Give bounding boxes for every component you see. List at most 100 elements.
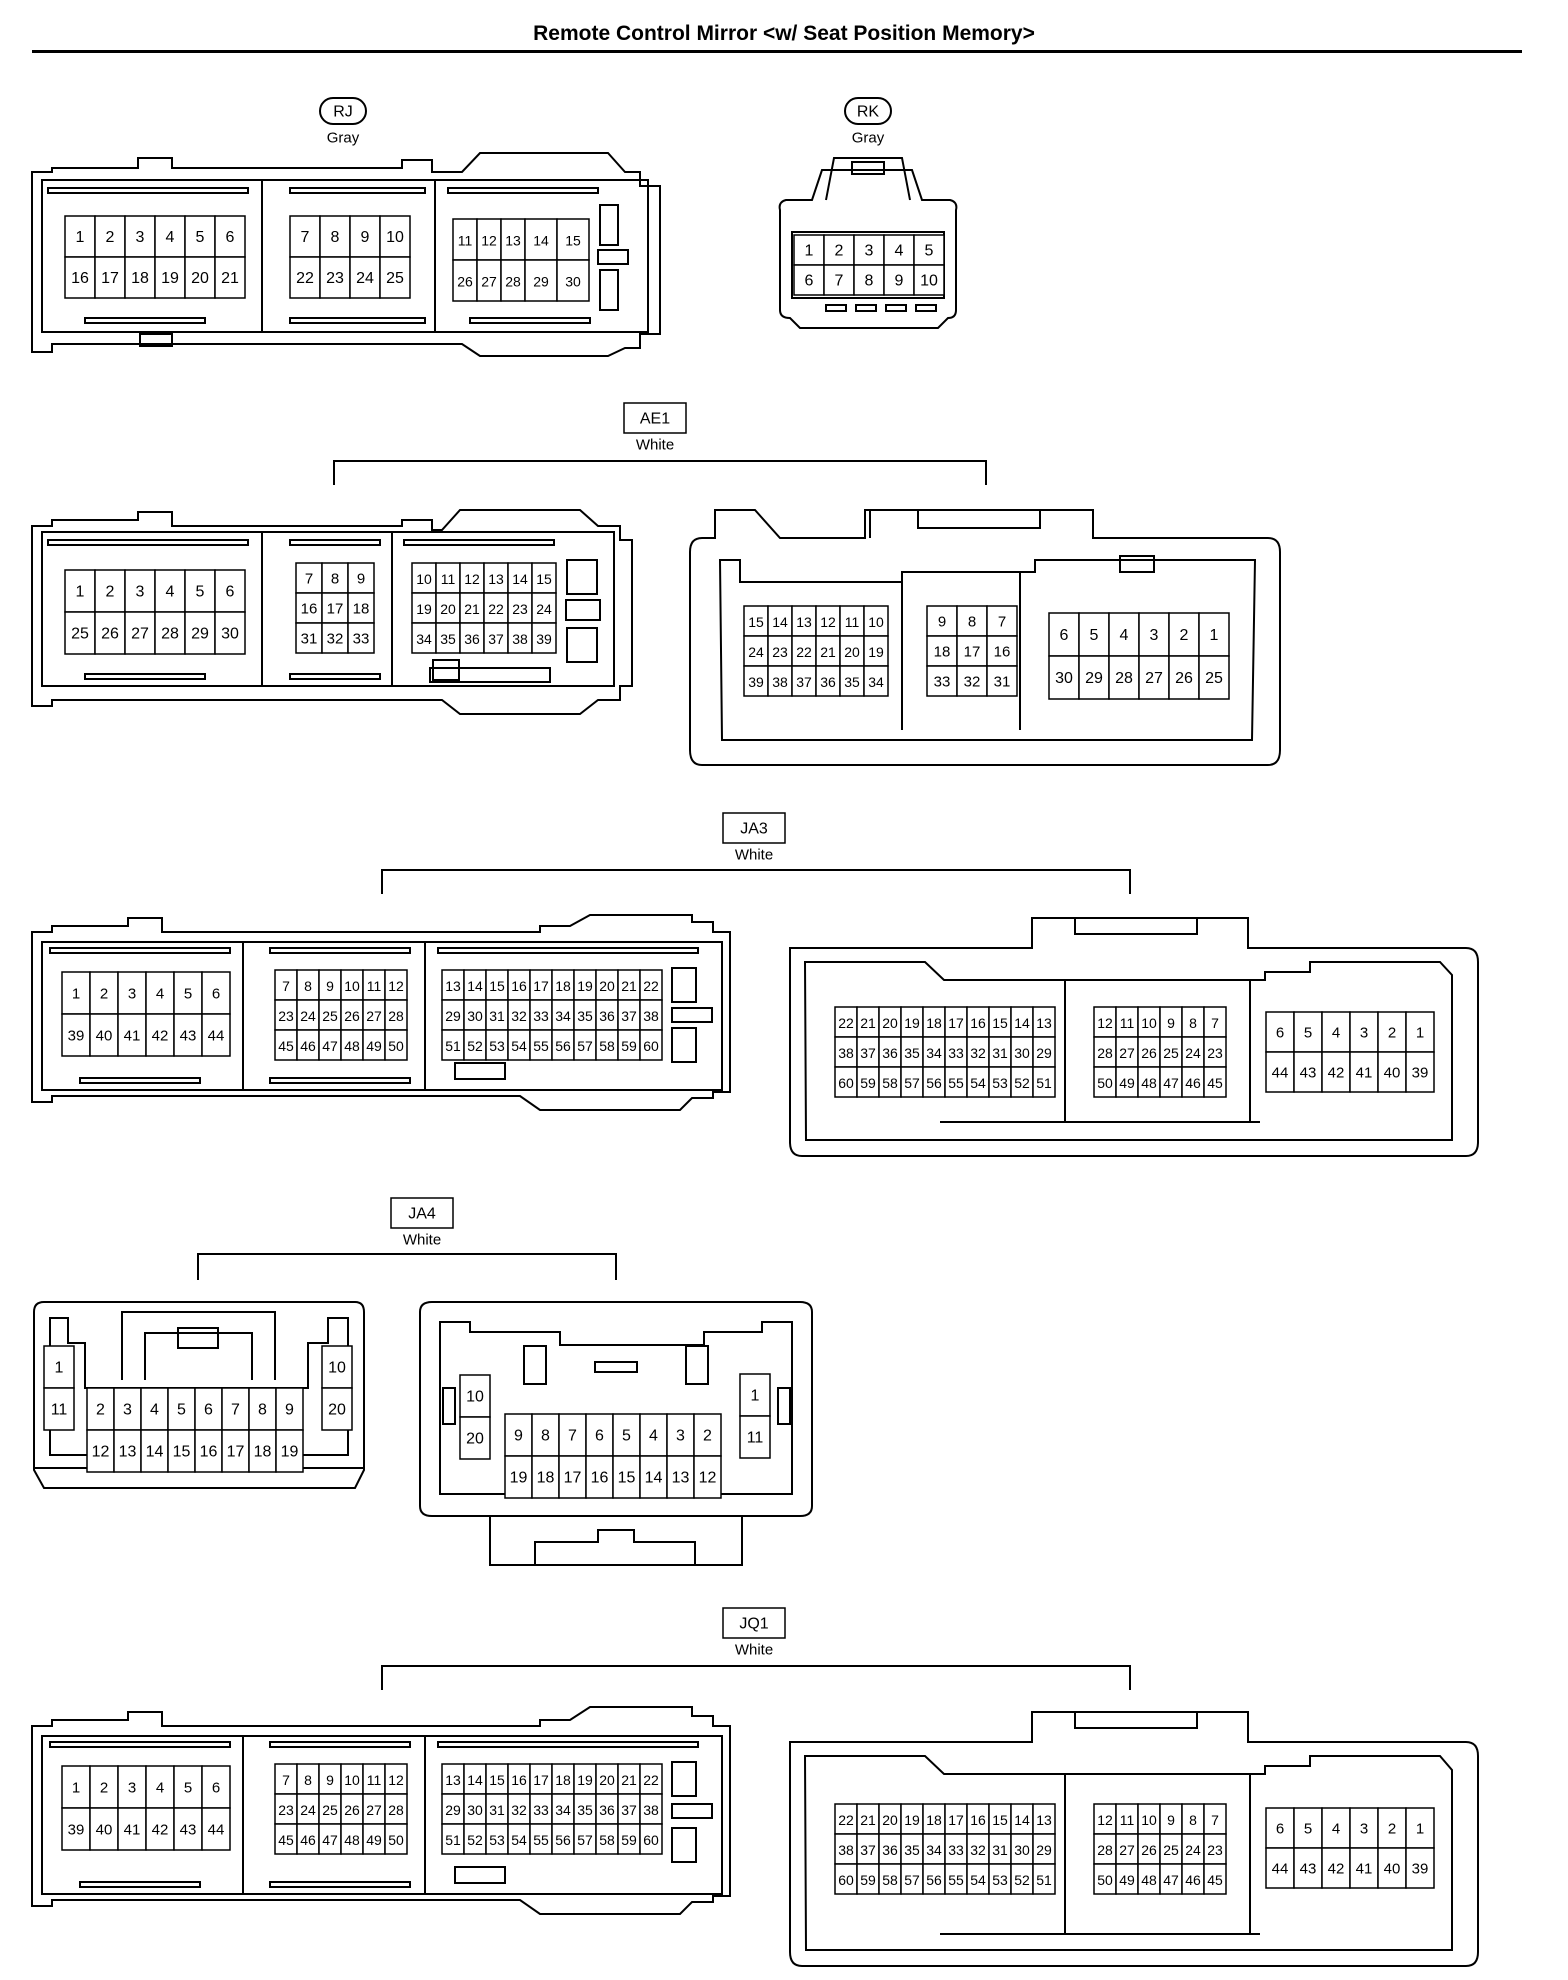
pin-number: 29 xyxy=(445,1008,461,1024)
pin-number: 36 xyxy=(820,674,836,690)
pin-number: 47 xyxy=(322,1832,338,1848)
connector-housing xyxy=(31,152,661,357)
pin-number: 27 xyxy=(1119,1045,1135,1061)
pin-number: 8 xyxy=(304,1772,312,1788)
pin-number: 15 xyxy=(618,1470,636,1487)
pin-number: 9 xyxy=(938,614,946,631)
pin-number: 47 xyxy=(1163,1075,1179,1091)
pin-number: 55 xyxy=(948,1872,964,1888)
pin-number: 33 xyxy=(533,1802,549,1818)
pin-number: 45 xyxy=(278,1832,294,1848)
pin-number: 39 xyxy=(1412,1861,1429,1878)
bottom-tab xyxy=(139,333,173,347)
pin-number: 48 xyxy=(344,1832,360,1848)
pin-cell xyxy=(86,1429,115,1473)
pin-number: 17 xyxy=(227,1444,245,1461)
pin-number: 20 xyxy=(440,601,456,617)
pin-number: 18 xyxy=(131,270,149,287)
pin-number: 16 xyxy=(71,270,89,287)
pin-number: 25 xyxy=(1163,1842,1179,1858)
pin-cell xyxy=(154,569,186,613)
pin-number: 49 xyxy=(366,1832,382,1848)
pin-number: 58 xyxy=(882,1872,898,1888)
pin-cell xyxy=(863,605,889,637)
pin-number: 17 xyxy=(327,601,344,618)
pin-cell xyxy=(1108,612,1140,657)
pin-number: 15 xyxy=(173,1444,191,1461)
pin-number: 58 xyxy=(882,1075,898,1091)
latch-arm xyxy=(825,157,911,201)
pin-cell xyxy=(815,665,841,697)
connector-color: White xyxy=(735,847,773,864)
pin-cell xyxy=(743,635,769,667)
pin-number: 14 xyxy=(645,1470,663,1487)
pin-number: 7 xyxy=(835,273,844,290)
pin-number: 50 xyxy=(388,1038,404,1054)
pin-cell xyxy=(639,1029,663,1061)
pin-number: 11 xyxy=(367,978,382,994)
pin-number: 37 xyxy=(488,631,504,647)
pin-number: 26 xyxy=(1141,1045,1157,1061)
pin-cell xyxy=(94,611,126,655)
pin-number: 40 xyxy=(1384,1861,1401,1878)
pin-cell xyxy=(1405,1051,1435,1093)
pin-number: 8 xyxy=(1189,1812,1197,1828)
pin-cell xyxy=(853,264,885,296)
pin-number: 4 xyxy=(166,229,175,246)
pin-number: 32 xyxy=(970,1842,986,1858)
pin-number: 24 xyxy=(536,601,552,617)
pin-number: 33 xyxy=(353,631,370,648)
pin-number: 28 xyxy=(388,1008,404,1024)
pin-cell xyxy=(791,665,817,697)
latch-rib xyxy=(289,187,426,194)
pin-cell xyxy=(459,622,485,654)
pin-number: 28 xyxy=(1097,1045,1113,1061)
pin-number: 60 xyxy=(643,1832,659,1848)
pin-number: 12 xyxy=(388,978,404,994)
pin-number: 49 xyxy=(1119,1872,1135,1888)
pin-number: 37 xyxy=(860,1045,876,1061)
pin-number: 19 xyxy=(577,978,593,994)
pin-cell xyxy=(221,1429,250,1473)
latch-rib xyxy=(49,947,231,954)
pin-number: 22 xyxy=(838,1015,854,1031)
pin-number: 17 xyxy=(948,1015,964,1031)
pin-number: 30 xyxy=(1014,1842,1030,1858)
pin-number: 15 xyxy=(992,1015,1008,1031)
pin-number: 6 xyxy=(805,273,814,290)
pin-cell xyxy=(693,1413,722,1457)
pin-number: 27 xyxy=(1145,670,1163,687)
side-slot xyxy=(566,559,598,595)
pin-number: 37 xyxy=(621,1008,637,1024)
latch-rib xyxy=(289,539,381,546)
pin-number: 55 xyxy=(948,1075,964,1091)
pin-number: 11 xyxy=(845,614,860,630)
pin-number: 34 xyxy=(868,674,884,690)
pin-number: 4 xyxy=(1332,1025,1340,1042)
pin-cell xyxy=(201,1807,231,1851)
pin-cell xyxy=(926,635,958,667)
pin-number: 9 xyxy=(895,273,904,290)
pin-number: 34 xyxy=(926,1045,942,1061)
pin-number: 2 xyxy=(100,1780,108,1797)
connector-housing xyxy=(31,1706,731,1915)
pin-cell xyxy=(986,635,1018,667)
pin-number: 3 xyxy=(128,986,136,1003)
connector-color: White xyxy=(403,1232,441,1249)
pin-cell xyxy=(1078,655,1110,700)
pin-number: 3 xyxy=(128,1780,136,1797)
pin-cell xyxy=(86,1387,115,1431)
latch-rib xyxy=(403,539,555,546)
key-tab xyxy=(1119,555,1155,573)
pin-cell xyxy=(556,259,590,302)
